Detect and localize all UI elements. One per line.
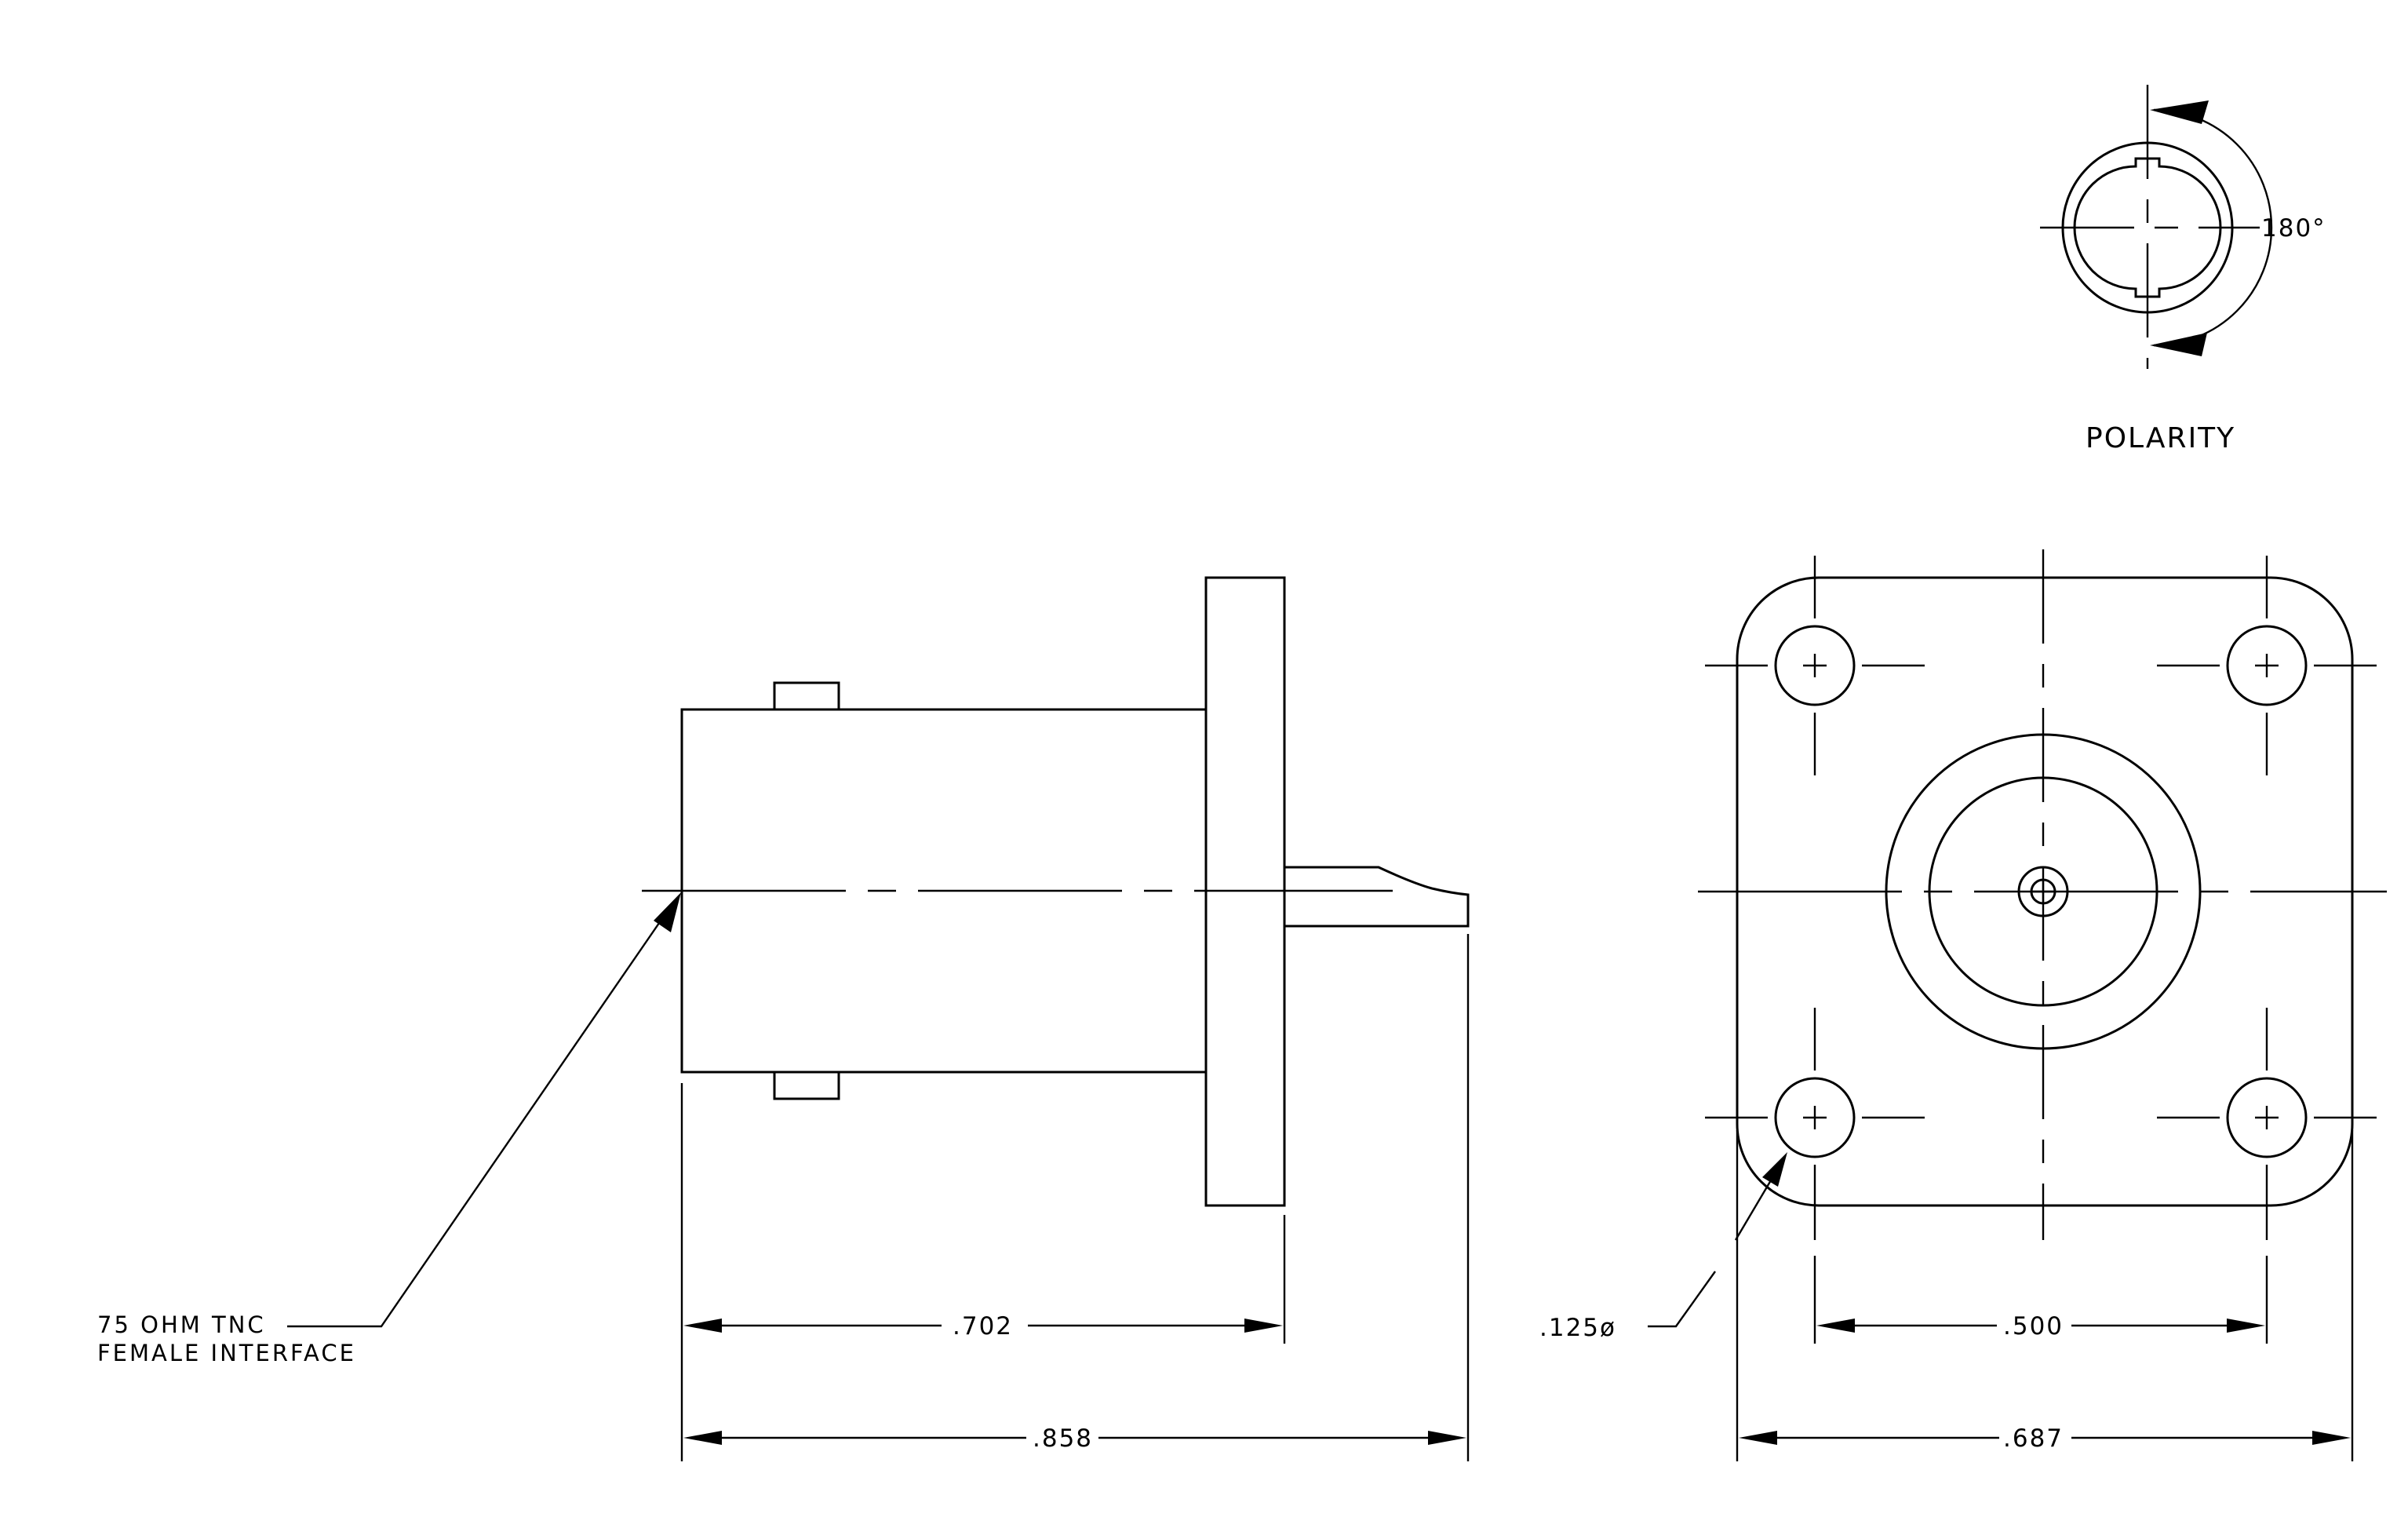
bayonet-pin-bottom	[773, 1071, 840, 1100]
polarity-arrow-top	[2150, 100, 2209, 124]
hole-centerlines	[1705, 556, 2377, 1240]
dim-500-arrow-left	[1816, 1319, 1855, 1333]
polarity-title: POLARITY	[2086, 422, 2235, 454]
dim-702-label: .702	[953, 1312, 1013, 1340]
dim-500-label: .500	[2003, 1312, 2064, 1340]
front-view	[1698, 549, 2387, 1240]
hole-dia-leader-arrow	[1762, 1152, 1787, 1187]
dim-687-label: .687	[2003, 1424, 2064, 1453]
front-dimensions: .500 .687 .125ø	[1539, 1130, 2354, 1461]
hole-dia-leader	[1648, 1271, 1716, 1328]
side-view	[642, 576, 1470, 1207]
interface-label-line1: 75 OHM TNC	[97, 1311, 266, 1338]
mounting-hole-bottom-left	[1774, 1077, 1856, 1158]
polarity-angle-arc	[2153, 108, 2273, 347]
dim-858-arrow-left	[683, 1431, 722, 1445]
dim-687-arrow-right	[2312, 1431, 2351, 1445]
dim-500-arrow-right	[2227, 1319, 2265, 1333]
rear-contact-pin	[1284, 866, 1470, 928]
interface-leader-arrow	[654, 892, 681, 932]
dim-858-arrow-right	[1428, 1431, 1466, 1445]
polarity-angle-label: 180°	[2261, 214, 2326, 243]
dim-858-label: .858	[1033, 1424, 1093, 1453]
polarity-view: 180° POLARITY	[2040, 85, 2326, 454]
bayonet-pin-top	[773, 681, 840, 711]
interface-leader	[287, 902, 674, 1328]
polarity-keyway	[2073, 157, 2222, 298]
flange-outline	[1736, 576, 2354, 1207]
mounting-hole-top-left	[1774, 625, 1856, 706]
dim-702-arrow-left	[683, 1319, 722, 1333]
mounting-hole-bottom-right	[2226, 1077, 2308, 1158]
side-dimensions: .702 .858 75 OHM TNC FEMALE INTERFACE	[97, 892, 1470, 1461]
polarity-arrow-bottom	[2150, 333, 2207, 356]
mounting-hole-top-right	[2226, 625, 2308, 706]
dim-702-arrow-right	[1244, 1319, 1283, 1333]
interface-label-line2: FEMALE INTERFACE	[97, 1340, 356, 1366]
hole-dia-label: .125ø	[1539, 1314, 1616, 1342]
dim-687-arrow-left	[1739, 1431, 1777, 1445]
